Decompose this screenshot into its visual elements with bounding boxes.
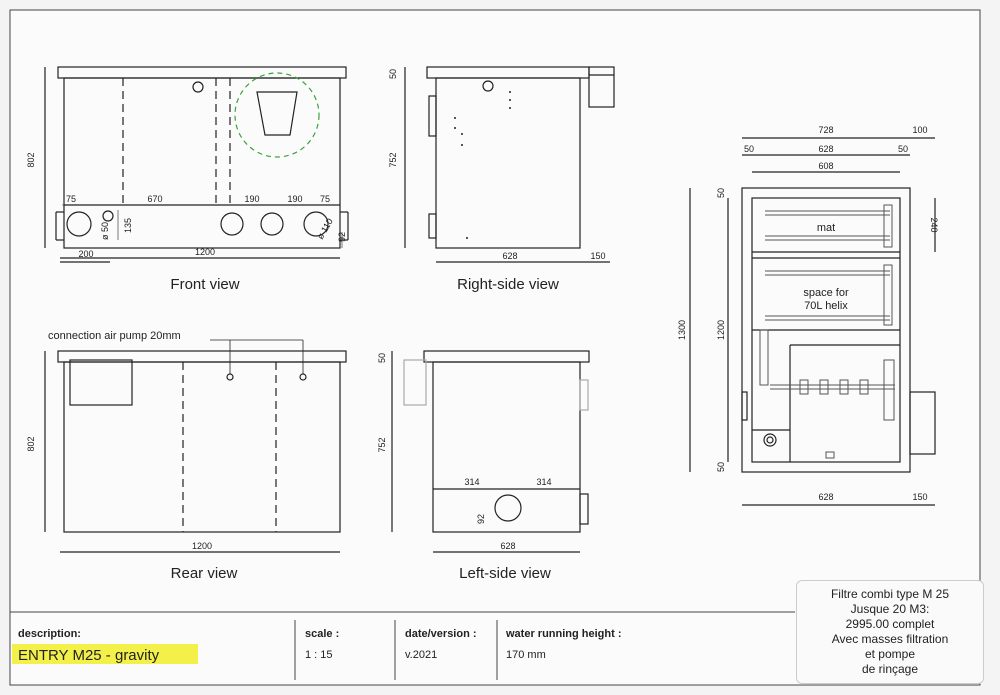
rear-view <box>44 339 347 553</box>
front-height-dim: 802 <box>26 152 36 167</box>
top-50d-dim: 50 <box>716 462 726 472</box>
info-line-1: Filtre combi type M 25 <box>830 587 950 601</box>
left-752-dim: 752 <box>377 437 387 452</box>
front-670-dim: 670 <box>147 194 162 204</box>
left-50-dim: 50 <box>377 353 387 363</box>
scale-label: scale : <box>305 628 339 640</box>
top-1300-dim: 1300 <box>677 320 687 340</box>
description-highlight <box>12 644 198 664</box>
top-50b-dim: 50 <box>898 144 908 154</box>
left-side-view <box>391 350 590 553</box>
left-628-dim: 628 <box>500 541 515 551</box>
left-314b-dim: 314 <box>536 477 551 487</box>
front-o50-dim: ø 50 <box>100 222 110 240</box>
info-line-4: Avec masses filtration <box>831 632 949 646</box>
price-info-box: Filtre combi type M 25 Jusque 20 M3: 299… <box>796 580 984 684</box>
right-628-dim: 628 <box>502 251 517 261</box>
left-92-dim: 92 <box>476 514 486 524</box>
front-view <box>44 66 349 263</box>
water-value: 170 mm <box>506 649 546 661</box>
front-75b-dim: 75 <box>320 194 330 204</box>
space-for-label: space for <box>803 287 849 299</box>
top-100-dim: 100 <box>912 125 927 135</box>
info-line-3: 2995.00 complet <box>845 617 935 631</box>
scale-value: 1 : 15 <box>305 649 333 661</box>
right-150-dim: 150 <box>590 251 605 261</box>
rear-view-title: Rear view <box>171 565 238 582</box>
front-width-dim: 1200 <box>195 247 215 257</box>
front-200-dim: 200 <box>78 249 93 259</box>
info-line-2: Jusque 20 M3: <box>850 602 930 616</box>
rear-802-dim: 802 <box>26 436 36 451</box>
front-135-dim: 135 <box>123 218 133 233</box>
mat-label: mat <box>817 222 835 234</box>
date-value: v.2021 <box>405 649 437 661</box>
water-label: water running height : <box>505 628 622 640</box>
top-628b-dim: 628 <box>818 492 833 502</box>
top-608-dim: 608 <box>818 161 833 171</box>
top-view-pipes <box>759 204 895 459</box>
info-line-6: de rinçage <box>861 662 919 676</box>
right-side-view-title: Right-side view <box>457 276 559 293</box>
top-view <box>689 137 936 506</box>
air-pump-label: connection air pump 20mm <box>48 330 181 342</box>
right-side-view <box>404 66 615 263</box>
left-314a-dim: 314 <box>464 477 479 487</box>
top-728-dim: 728 <box>818 125 833 135</box>
front-190b-dim: 190 <box>287 194 302 204</box>
front-190a-dim: 190 <box>244 194 259 204</box>
front-75a-dim: 75 <box>66 194 76 204</box>
drawing-frame <box>9 9 981 686</box>
description-value: ENTRY M25 - gravity <box>18 647 160 664</box>
right-side-dots <box>454 91 511 239</box>
top-240-dim: 240 <box>929 217 939 232</box>
top-150-dim: 150 <box>912 492 927 502</box>
helix-label: 70L helix <box>804 300 848 312</box>
top-50c-dim: 50 <box>716 188 726 198</box>
left-side-view-title: Left-side view <box>459 565 551 582</box>
front-view-title: Front view <box>170 276 239 293</box>
description-label: description: <box>18 628 81 640</box>
top-628-dim: 628 <box>818 144 833 154</box>
info-line-5: et pompe <box>864 647 916 661</box>
top-1200-dim: 1200 <box>716 320 726 340</box>
right-50-dim: 50 <box>388 69 398 79</box>
rear-1200-dim: 1200 <box>192 541 212 551</box>
date-label: date/version : <box>405 628 477 640</box>
top-50a-dim: 50 <box>744 144 754 154</box>
right-752-dim: 752 <box>388 152 398 167</box>
front-92-dim: 92 <box>337 232 347 242</box>
